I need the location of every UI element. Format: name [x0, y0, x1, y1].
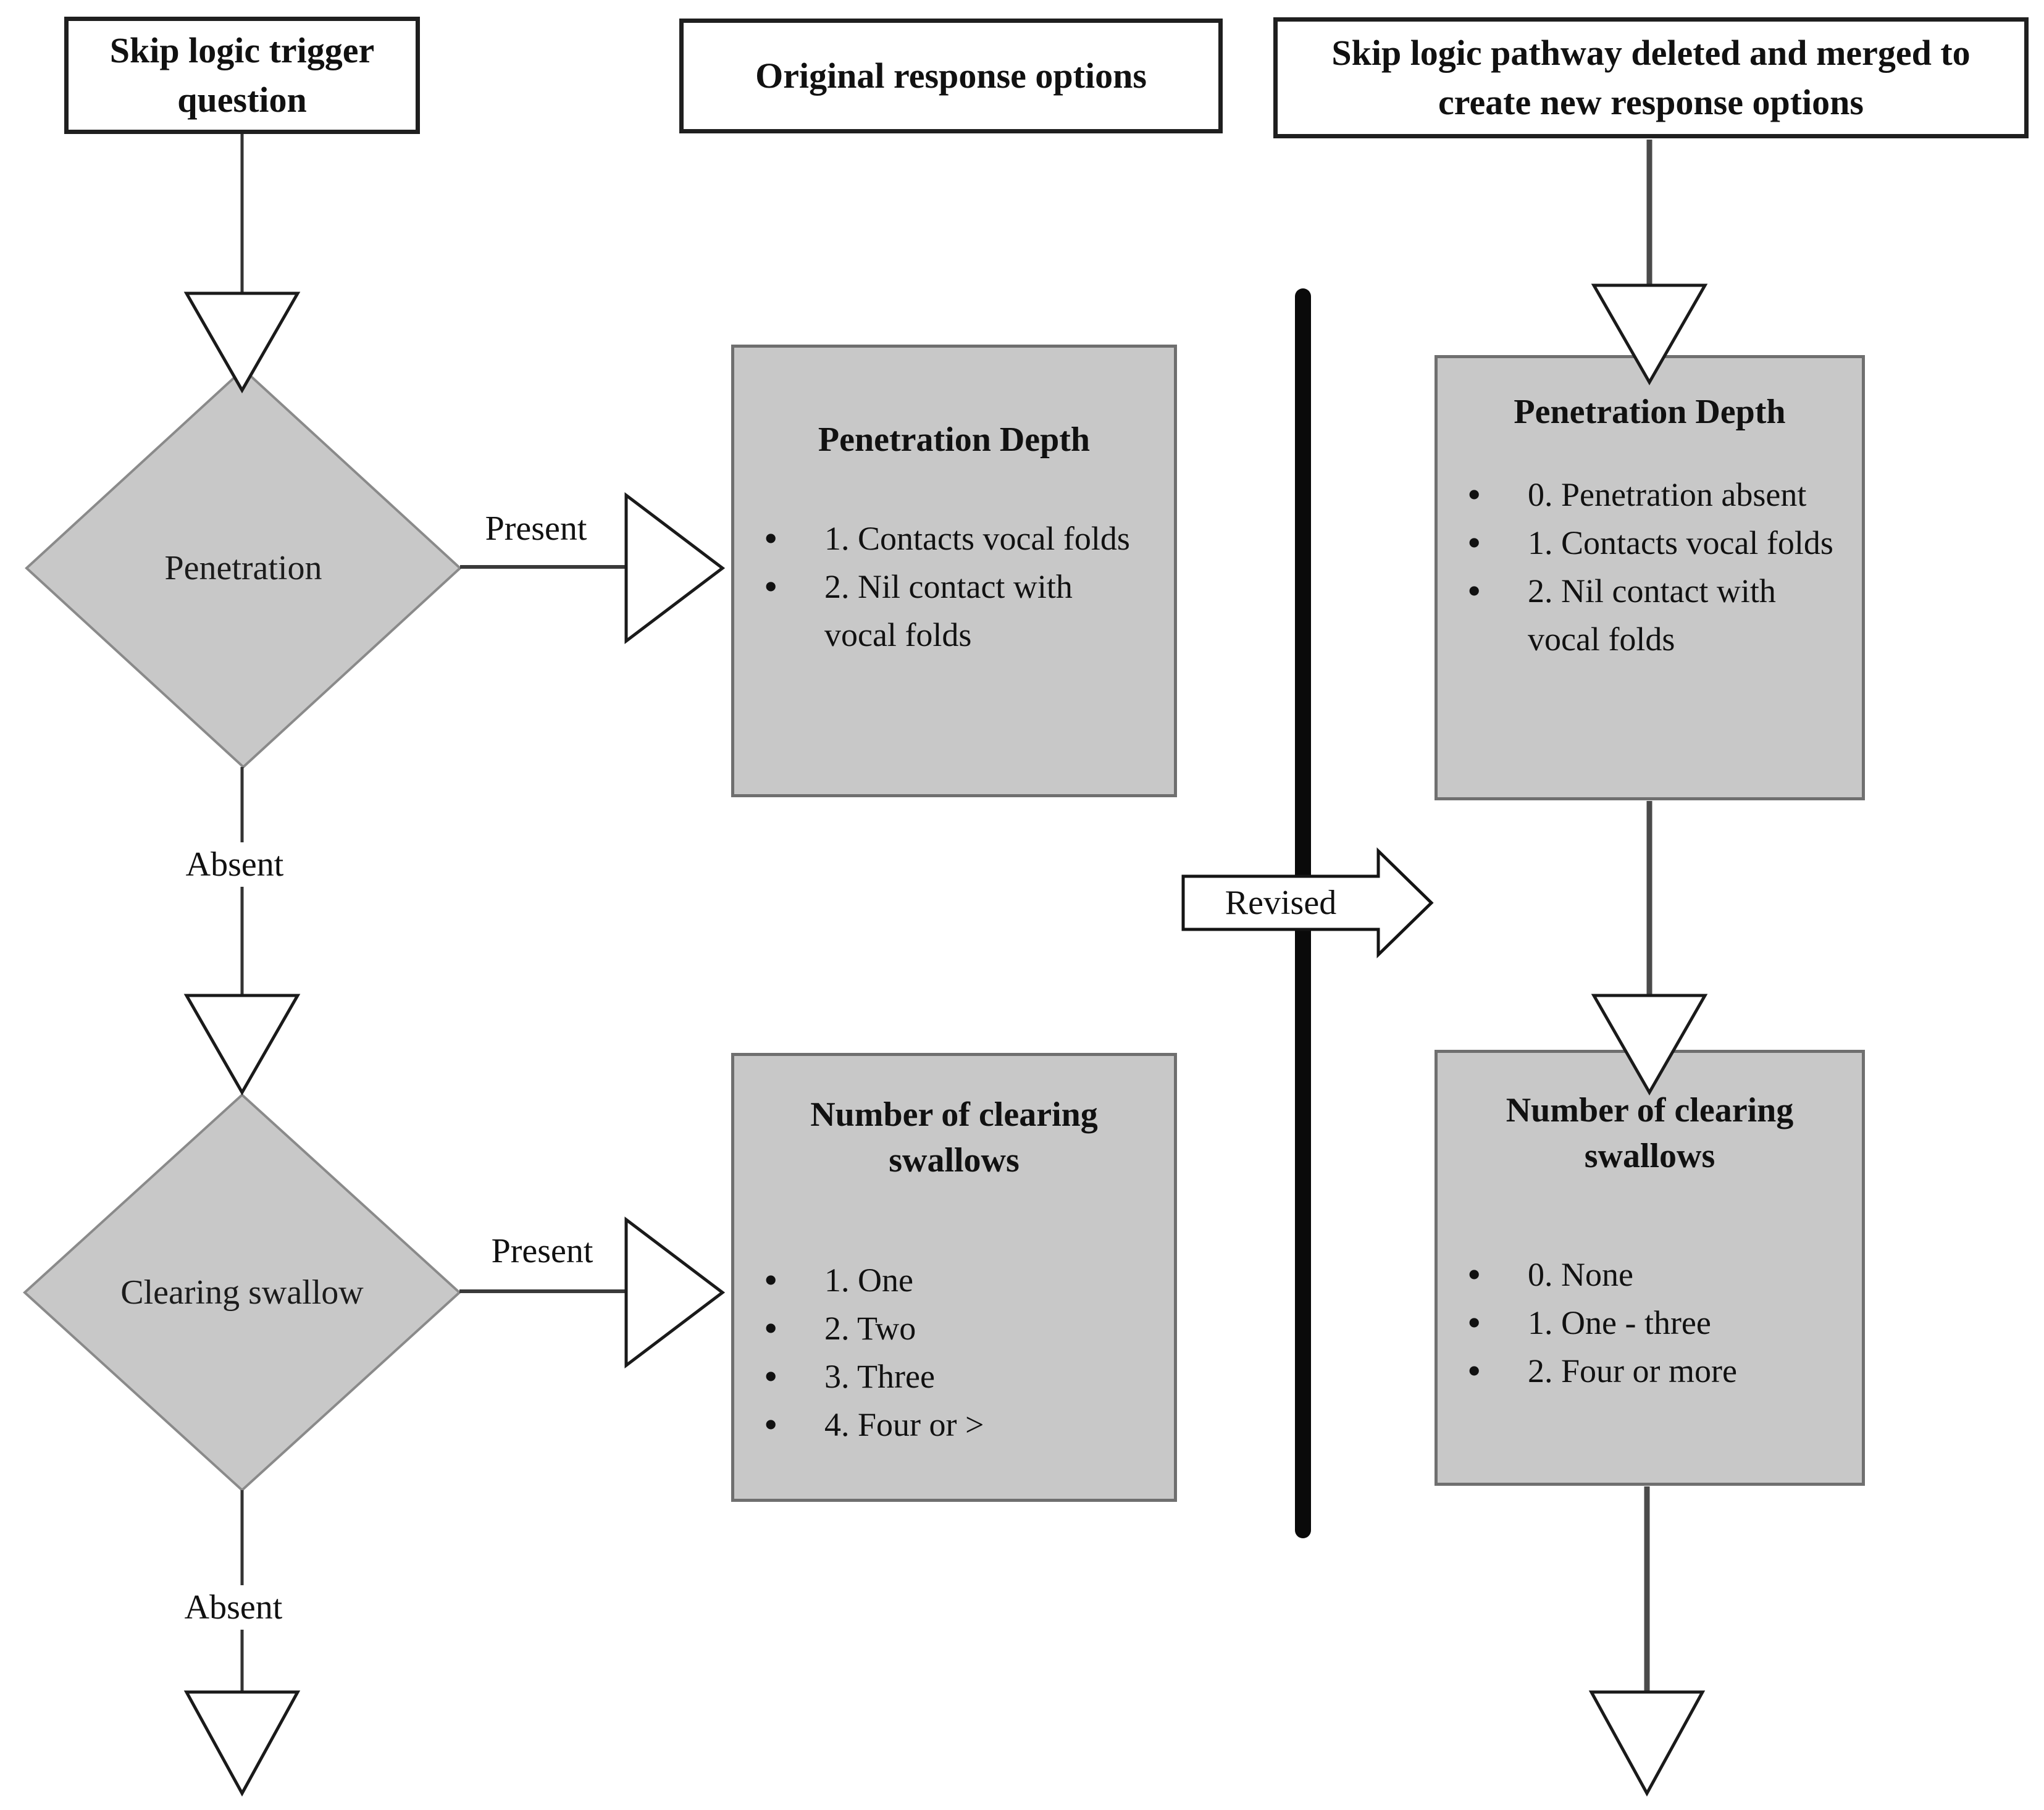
original-box-clearing-swallows-title: Number of clearing swallows [810, 1096, 1098, 1179]
present-label: Present [485, 509, 587, 548]
list-item: 1. Contacts vocal folds [1464, 519, 1840, 567]
right-arrow-icon [624, 492, 726, 645]
original-clearing-options-list: 1. One 2. Two 3. Three 4. Four or > [734, 1256, 1174, 1449]
down-arrow-icon [183, 1690, 301, 1797]
list-item: 4. Four or > [760, 1401, 1136, 1449]
list-item: 2. Nil contact with vocal folds [1464, 567, 1840, 663]
list-item: 2. Nil contact with vocal folds [760, 563, 1136, 659]
list-item: 0. Penetration absent [1464, 471, 1840, 519]
decision-clearing-swallow-label: Clearing swallow [120, 1273, 364, 1312]
revised-box-penetration-depth-title: Penetration Depth [1514, 393, 1786, 431]
right-arrow-icon [624, 1216, 726, 1369]
absent-label: Absent [175, 1585, 291, 1630]
original-penetration-options-list: 1. Contacts vocal folds 2. Nil contact w… [734, 514, 1174, 659]
revised-box-clearing-swallows: Number of clearing swallows 0. None 1. O… [1435, 1050, 1865, 1486]
list-item: 2. Four or more [1464, 1347, 1840, 1395]
list-item: 2. Two [760, 1304, 1136, 1352]
header-original-options: Original response options [679, 19, 1223, 133]
original-box-penetration-depth: Penetration Depth 1. Contacts vocal fold… [731, 345, 1177, 797]
revised-box-penetration-depth: Penetration Depth 0. Penetration absent … [1435, 355, 1865, 800]
header-skip-logic-trigger: Skip logic trigger question [64, 17, 420, 134]
list-item: 1. One - three [1464, 1299, 1840, 1347]
absent-label: Absent [177, 842, 293, 887]
down-arrow-icon [183, 994, 301, 1096]
list-item: 1. One [760, 1256, 1136, 1304]
revised-clearing-options-list: 0. None 1. One - three 2. Four or more [1438, 1251, 1862, 1395]
decision-penetration-label: Penetration [164, 549, 322, 587]
revised-penetration-options-list: 0. Penetration absent 1. Contacts vocal … [1438, 471, 1862, 663]
original-box-penetration-depth-title: Penetration Depth [818, 421, 1091, 459]
list-item: 3. Three [760, 1352, 1136, 1401]
list-item: 1. Contacts vocal folds [760, 514, 1136, 563]
original-box-clearing-swallows: Number of clearing swallows 1. One 2. Tw… [731, 1053, 1177, 1502]
header-original-options-label: Original response options [755, 56, 1147, 96]
down-arrow-icon [1588, 1690, 1706, 1797]
revised-label: Revised [1225, 884, 1337, 922]
header-revised-options: Skip logic pathway deleted and merged to… [1273, 17, 2029, 138]
present-label: Present [491, 1232, 593, 1270]
revised-box-clearing-swallows-title: Number of clearing swallows [1506, 1091, 1794, 1175]
header-revised-options-label: Skip logic pathway deleted and merged to… [1331, 33, 1971, 122]
header-skip-logic-trigger-label: Skip logic trigger question [109, 30, 375, 120]
down-arrow-icon [183, 291, 301, 394]
list-item: 0. None [1464, 1251, 1840, 1299]
